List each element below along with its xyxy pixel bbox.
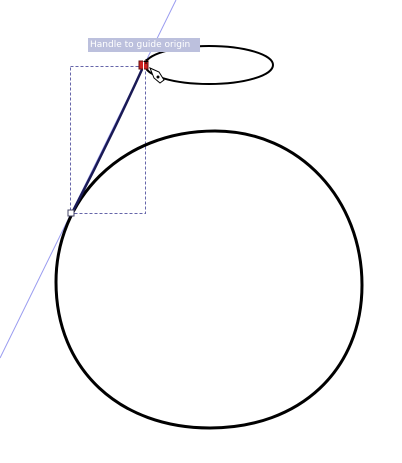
bezier-handle-knot-icon[interactable] (138, 59, 149, 71)
bezier-path-segment[interactable] (70, 64, 146, 214)
selection-bounding-box (70, 66, 146, 214)
path-node-icon[interactable] (67, 209, 75, 217)
large-circle-shape[interactable] (54, 129, 364, 430)
pen-cursor-icon (143, 59, 165, 84)
tooltip: Handle to guide origin (88, 38, 200, 52)
guide-line[interactable] (0, 0, 177, 359)
